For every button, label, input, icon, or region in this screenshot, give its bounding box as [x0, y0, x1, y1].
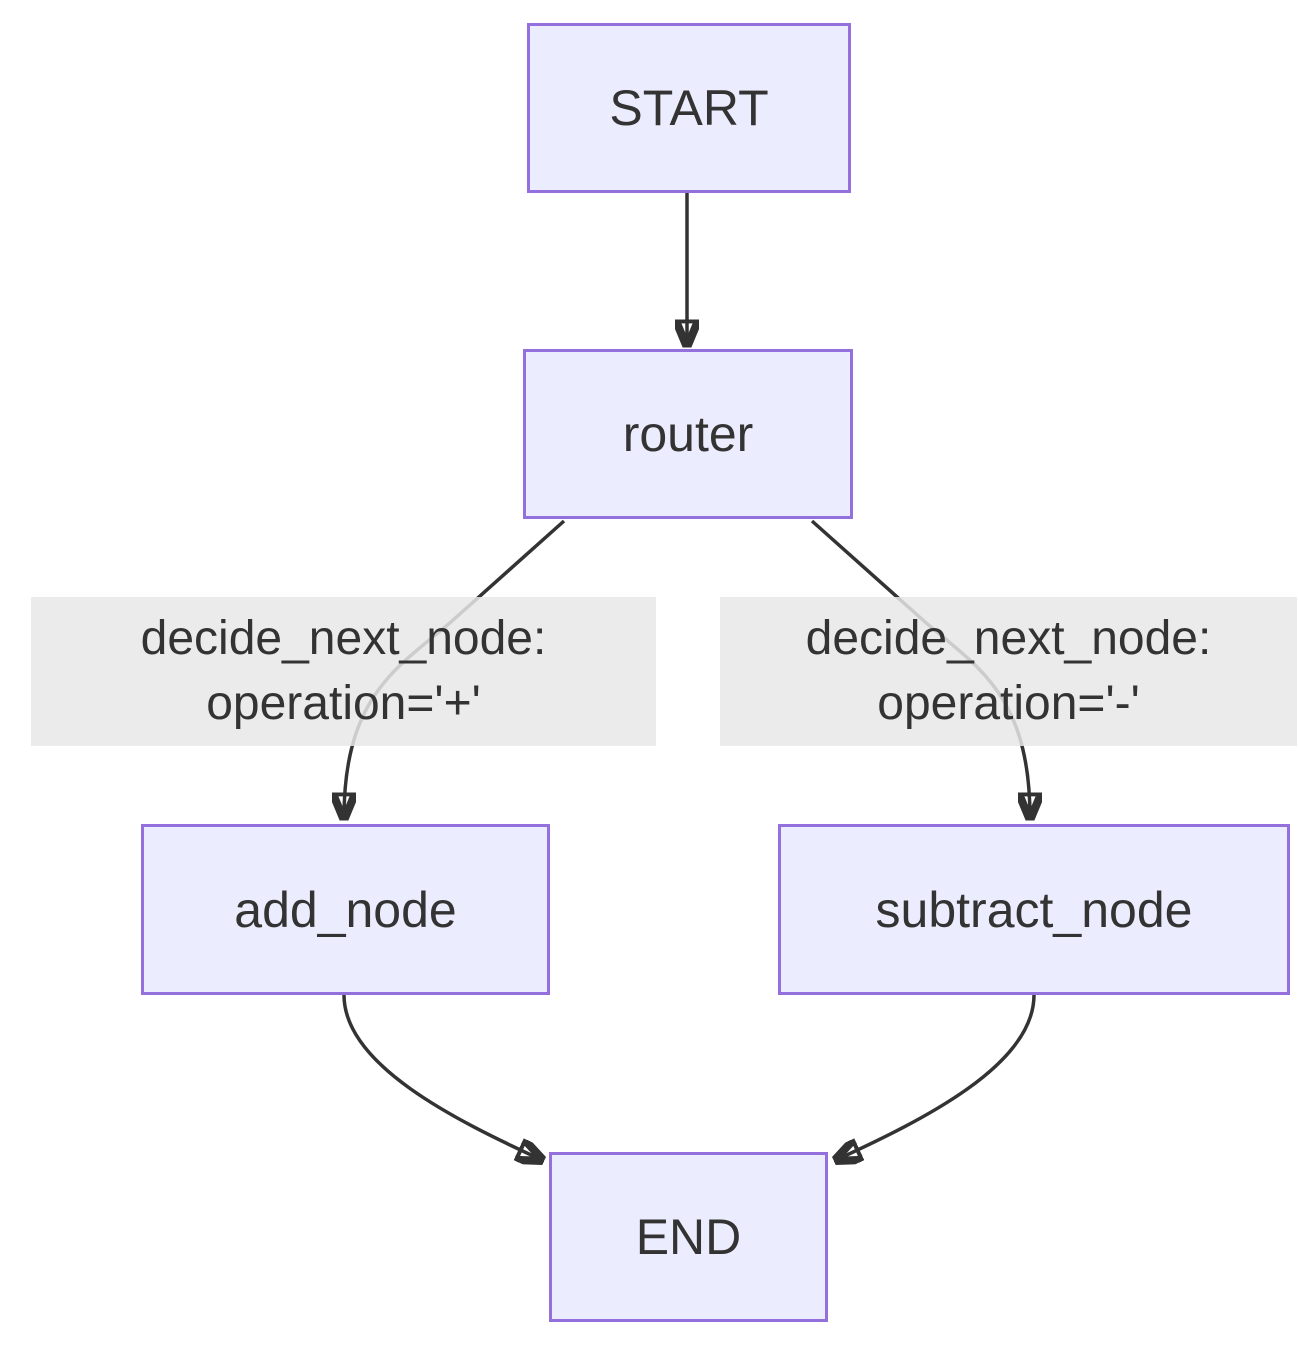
edge-label-line1: decide_next_node: — [140, 611, 547, 665]
edge-label-operation-minus: decide_next_node: operation='-' — [720, 597, 1297, 746]
edge-label-operation-plus: decide_next_node: operation='+' — [31, 597, 656, 746]
node-subtract-node-label: subtract_node — [875, 881, 1193, 938]
node-add-node-label: add_node — [234, 881, 457, 938]
node-router-label: router — [622, 406, 754, 462]
edge-label-line1: decide_next_node: — [805, 611, 1212, 665]
node-start: START — [527, 23, 851, 193]
edge-add-node-to-end — [342, 994, 542, 1160]
node-end: END — [549, 1152, 828, 1322]
node-start-label: START — [609, 80, 769, 136]
edge-label-line2: operation='-' — [877, 677, 1140, 731]
node-subtract-node: subtract_node — [778, 824, 1290, 995]
node-add-node: add_node — [141, 824, 550, 995]
edge-label-line2: operation='+' — [206, 677, 481, 731]
node-router: router — [523, 349, 853, 519]
edge-subtract-node-to-end — [836, 994, 1036, 1160]
node-end-label: END — [635, 1209, 742, 1265]
